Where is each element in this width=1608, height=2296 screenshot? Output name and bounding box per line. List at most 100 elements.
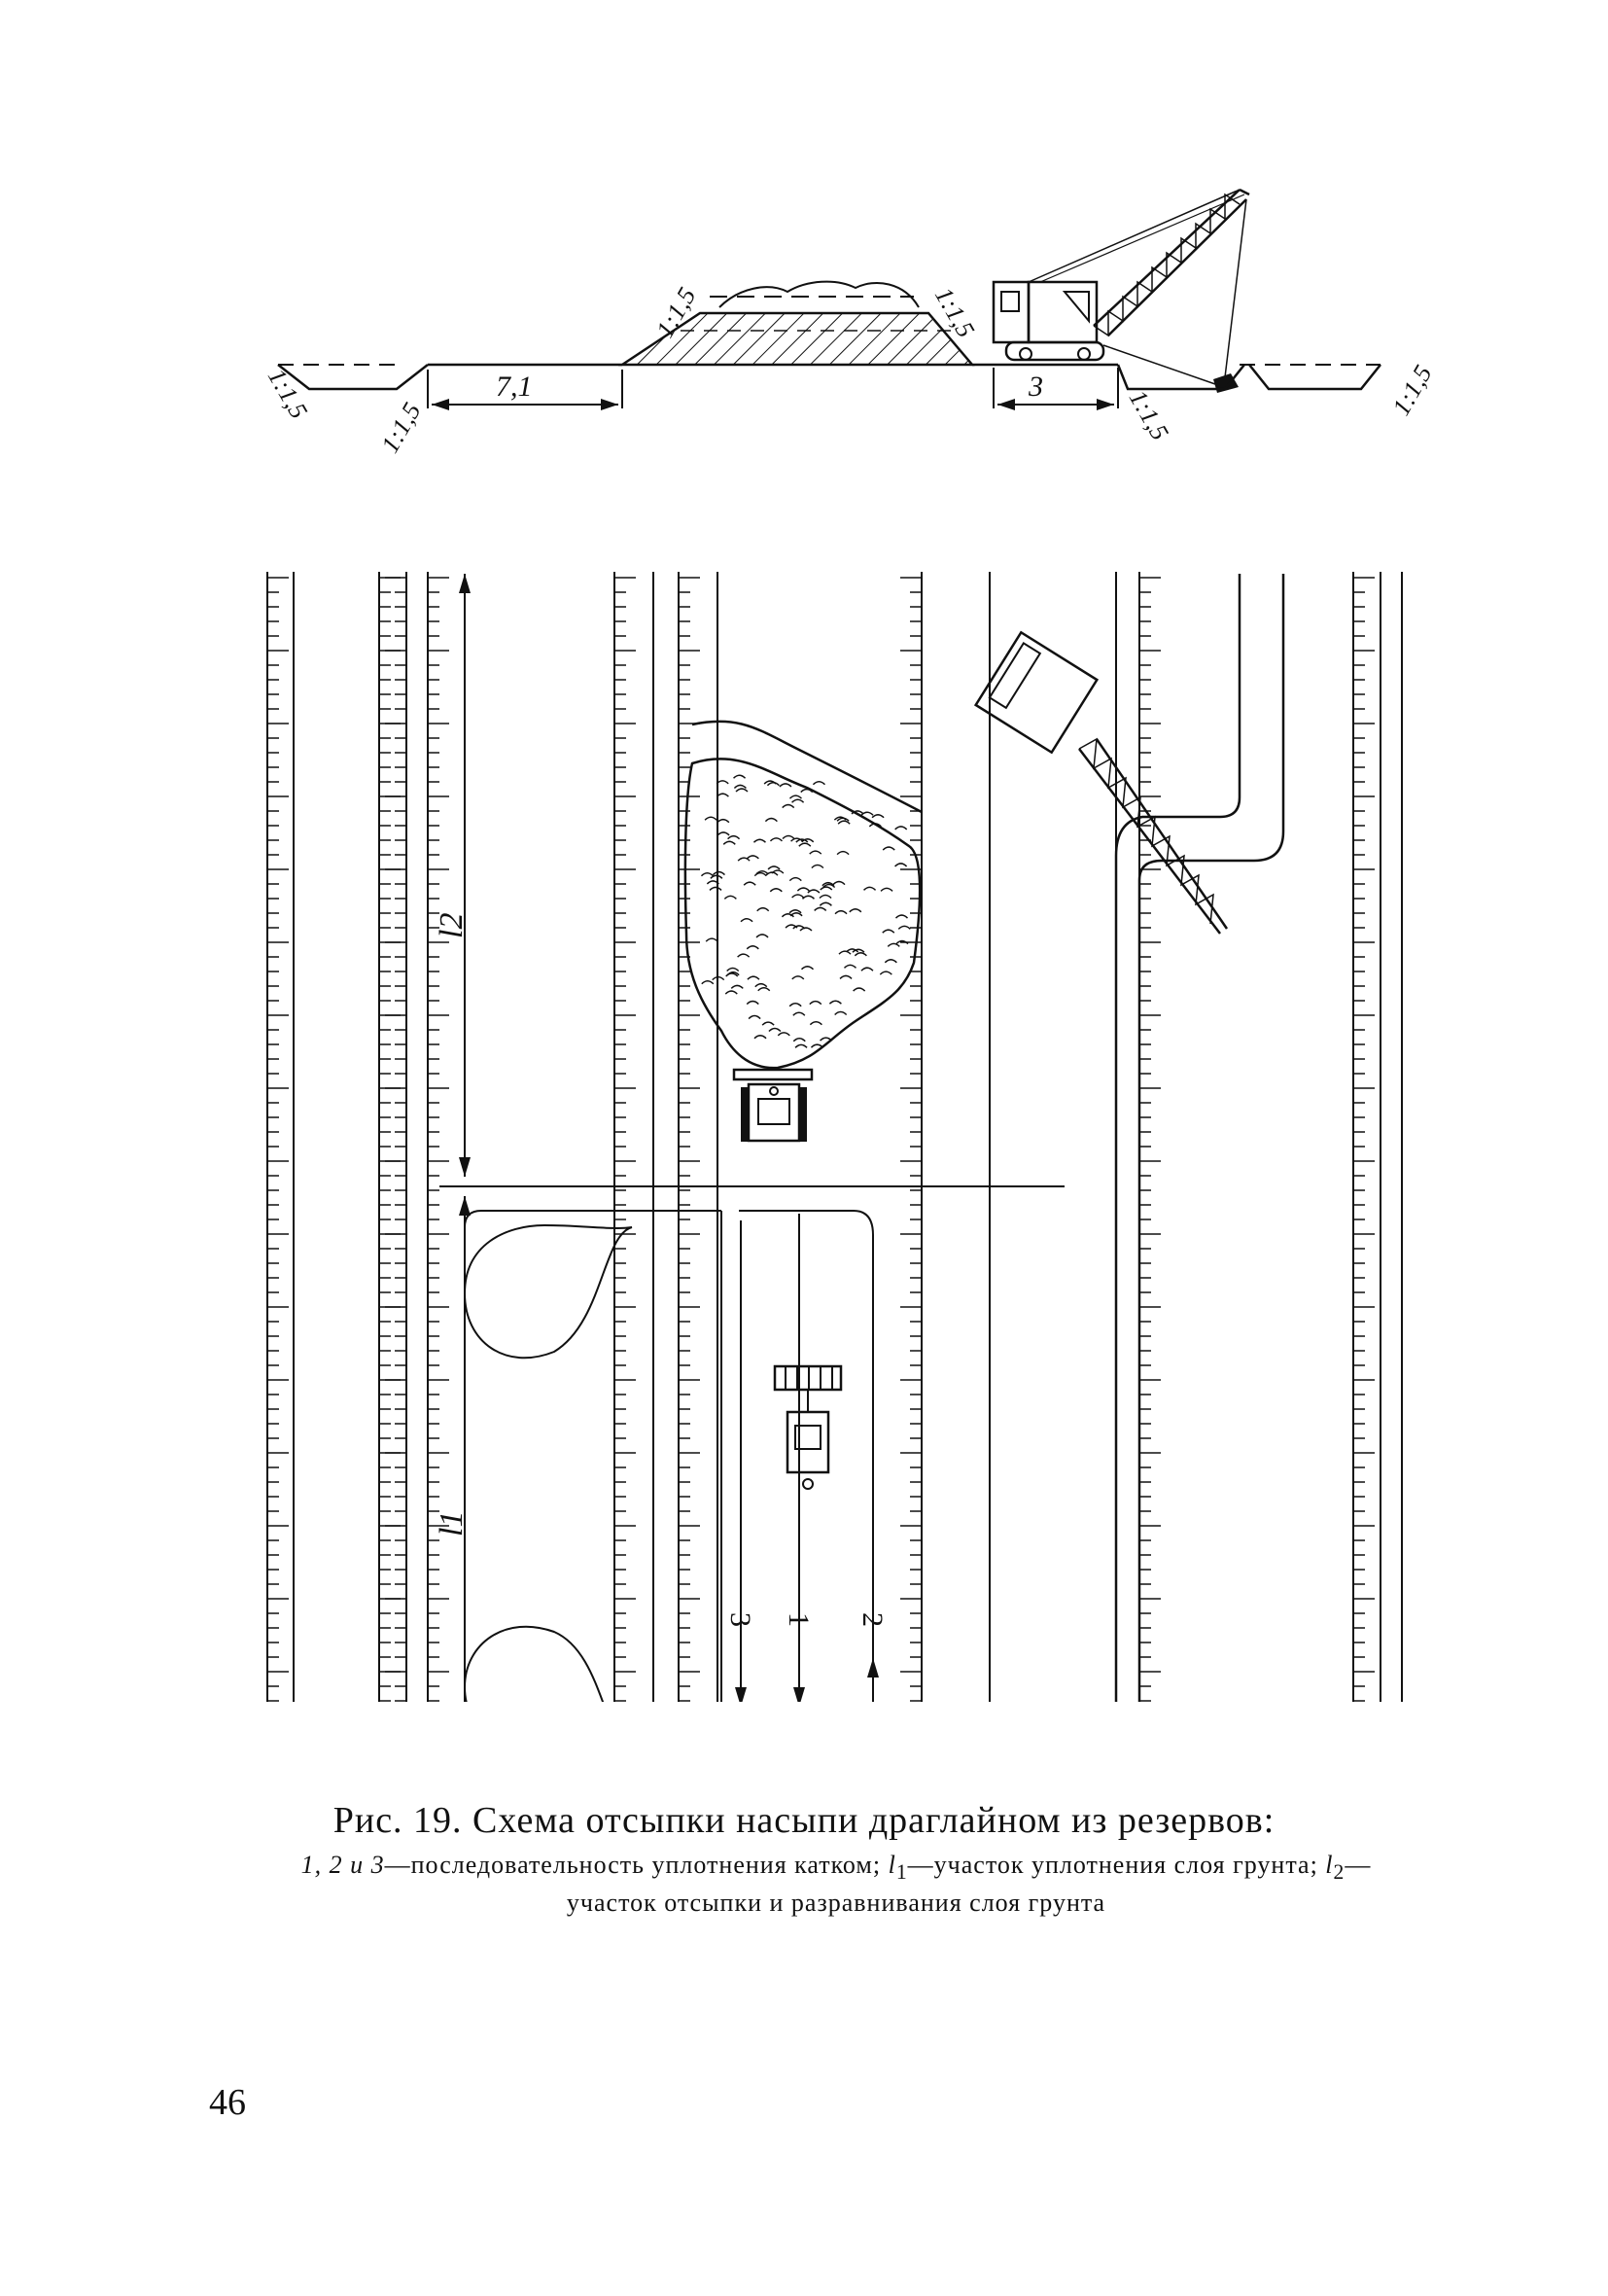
soil-mark	[755, 934, 769, 938]
soil-mark	[801, 895, 815, 900]
dragline-plan-icon	[973, 630, 1229, 935]
soil-mark	[843, 964, 857, 969]
soil-mark	[733, 774, 747, 779]
right-reserve-outline	[1116, 364, 1245, 391]
soil-mark	[735, 788, 749, 793]
soil-mark	[879, 971, 892, 975]
soil-mark	[809, 1020, 822, 1026]
dimension-left	[427, 370, 623, 410]
soil-mark	[836, 850, 850, 856]
soil-mark	[833, 816, 847, 821]
soil-mark	[753, 1035, 767, 1040]
soil-mark	[706, 880, 719, 885]
soil-mark	[747, 975, 760, 980]
soil-mark	[809, 1000, 822, 1006]
bulldozer-icon	[732, 1068, 814, 1143]
slope-label-left-inner: 1:1,5	[375, 398, 426, 457]
windrow-outline	[691, 720, 923, 814]
soil-mark	[839, 974, 853, 979]
soil-mark	[782, 834, 795, 840]
soil-mark	[837, 820, 851, 825]
soil-mark	[799, 927, 813, 932]
roller-route-paths	[463, 1210, 874, 1702]
caption-legend-part1: —последовательность уплотнения катком;	[384, 1851, 882, 1879]
soil-mark	[863, 886, 877, 891]
slope-label-right-reserve: 1:1,5	[1386, 361, 1437, 420]
soil-mark	[709, 886, 722, 891]
pass-label-3: 3	[724, 1612, 756, 1627]
soil-mark	[800, 788, 814, 794]
soil-mark	[733, 784, 747, 790]
soil-mark	[846, 948, 859, 953]
soil-mark	[764, 817, 778, 823]
soil-mark	[761, 1021, 775, 1026]
soil-mark	[716, 793, 729, 797]
plan-view-diagram: l2 l1 3 1	[266, 572, 1403, 1702]
soil-mark	[897, 925, 911, 930]
soil-mark	[782, 803, 795, 809]
soil-mark	[884, 959, 897, 964]
soil-mark	[791, 975, 805, 980]
soil-mark	[766, 781, 780, 787]
caption-l2-symbol: l	[1325, 1851, 1334, 1879]
soil-mark	[794, 1043, 808, 1048]
soil-mark	[716, 780, 729, 785]
soil-mark	[821, 881, 835, 887]
soil-mark	[819, 894, 832, 900]
soil-mark	[752, 838, 766, 843]
slope-label-left-reserve: 1:1,5	[262, 364, 313, 423]
soil-mark	[769, 888, 783, 893]
soil-mark	[779, 783, 792, 788]
soil-mark	[788, 1003, 802, 1007]
soil-mark	[812, 781, 825, 786]
width-label-right: 3	[1028, 371, 1043, 403]
soil-mark	[781, 913, 794, 918]
soil-mark	[791, 798, 805, 803]
soil-mark	[790, 837, 804, 842]
soil-mark	[810, 1043, 823, 1048]
soil-mark	[788, 795, 802, 799]
route-direction-arrows	[735, 1658, 879, 1702]
dimension-right	[993, 368, 1119, 410]
soil-mark	[700, 871, 715, 877]
soil-mark	[854, 952, 867, 957]
figure-caption-title: Рис. 19. Схема отсыпки насыпи драглайном…	[332, 1800, 1276, 1841]
soil-mark	[746, 855, 759, 860]
soil-mark	[712, 870, 725, 876]
soil-mark	[895, 939, 909, 945]
soil-mark	[748, 1014, 761, 1020]
soil-mark	[788, 876, 802, 882]
left-reserve-outline	[277, 364, 429, 391]
soil-mark	[822, 883, 836, 889]
soil-mark	[777, 1032, 790, 1037]
soil-mark	[809, 850, 822, 855]
width-label-left: 7,1	[496, 371, 533, 403]
caption-pass-numbers: 1, 2 и 3	[300, 1851, 385, 1879]
soil-mark	[800, 966, 815, 971]
dimension-l1	[459, 1196, 471, 1702]
soil-mark	[791, 894, 805, 899]
soil-mark	[807, 889, 821, 894]
soil-mark	[860, 967, 874, 971]
soil-mark	[894, 863, 908, 867]
soil-mark	[754, 982, 768, 988]
soil-mark	[740, 918, 753, 923]
soil-mark	[828, 1000, 842, 1005]
right-reserve-bend	[1114, 574, 1241, 1702]
soil-mark	[727, 834, 741, 840]
caption-legend-part2: —участок уплотнения слоя грунта;	[907, 1851, 1318, 1879]
soil-mark	[834, 1010, 848, 1016]
soil-mark	[724, 990, 738, 995]
soil-mark	[755, 870, 769, 875]
soil-mark	[746, 1000, 759, 1006]
soil-mark	[792, 925, 806, 930]
soil-mark	[710, 874, 723, 879]
caption-legend-part3: —участок отсыпки и разравнивания слоя гр…	[566, 1851, 1372, 1918]
soil-mark	[849, 908, 862, 913]
soil-mark	[730, 984, 744, 989]
soil-mark	[717, 818, 730, 824]
soil-mark	[767, 865, 781, 870]
soil-mark	[769, 837, 783, 842]
page-number: 46	[209, 2082, 246, 2123]
soil-mark	[798, 842, 812, 847]
